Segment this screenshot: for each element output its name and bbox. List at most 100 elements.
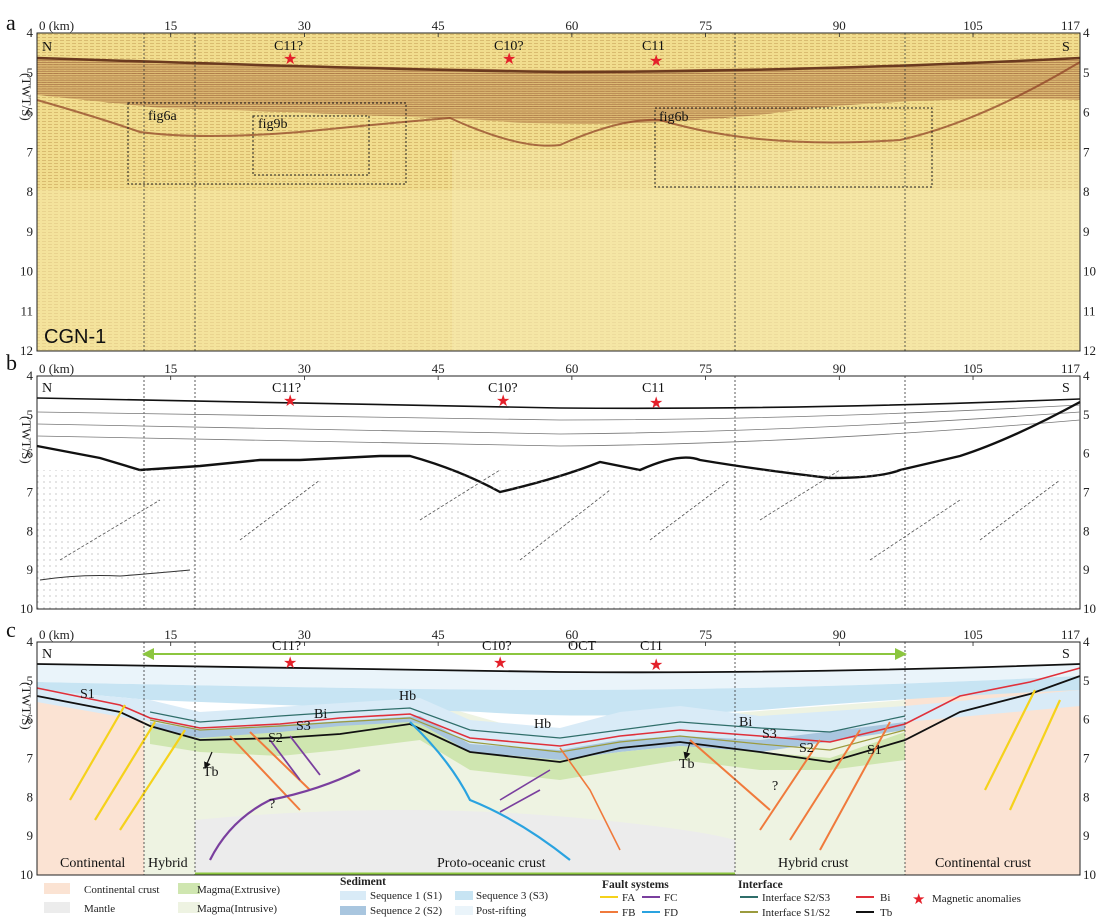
twt-tick-label-left: 7 — [27, 144, 34, 159]
km-tick-label: 45 — [432, 627, 445, 642]
panel-a-mag-2: C10? — [494, 39, 524, 54]
km-tick-label: 117 — [1061, 18, 1081, 33]
star-icon: ★ — [283, 393, 297, 410]
twt-tick-label-left: 8 — [27, 184, 34, 199]
panel-b-north: N — [42, 381, 52, 396]
legend-seq1-label: Sequence 1 (S1) — [370, 890, 442, 902]
legend-magnetic-label: Magnetic anomalies — [932, 893, 1021, 905]
crust-proto: Proto-oceanic crust — [437, 856, 546, 871]
twt-tick-label-right: 4 — [1083, 368, 1090, 383]
twt-axis-label: (TWT/S) — [19, 416, 34, 464]
twt-tick-label-right: 10 — [1083, 867, 1096, 882]
box-fig6b[interactable] — [654, 107, 933, 188]
panel-c-letter: c — [6, 617, 16, 642]
panel-c-frame — [36, 641, 1081, 876]
km-tick-label: 75 — [699, 361, 712, 376]
seq3-layer — [37, 676, 1080, 716]
km-tick-label: 15 — [164, 361, 177, 376]
km-tick-label: 75 — [699, 627, 712, 642]
twt-tick-label-right: 9 — [1083, 562, 1090, 577]
panel-c-mag-1: C11? — [272, 639, 301, 654]
fault-fa-left — [69, 704, 186, 831]
label-s1-left: S1 — [80, 687, 95, 702]
legend-magma-intrusive-label: Magma(Intrusive) — [197, 903, 277, 915]
twt-tick-label-left: 5 — [27, 407, 34, 422]
panel-a-right-section-tint — [452, 150, 1080, 351]
km-tick-label: 105 — [963, 627, 983, 642]
panel-b-mag-2: C10? — [488, 381, 518, 396]
panel-c-mag-2: C10? — [482, 639, 512, 654]
legend-interface-title: Interface — [738, 879, 783, 891]
twt-tick-label-left: 6 — [27, 105, 34, 120]
twt-tick-label-left: 6 — [27, 712, 34, 727]
panel-b-south: S — [1062, 381, 1070, 396]
label-s1-right: S1 — [867, 743, 882, 758]
label-s2-right: S2 — [799, 741, 814, 756]
legend-swatch-seq2 — [340, 906, 366, 915]
star-icon: ★ — [912, 892, 925, 908]
twt-tick-label-left: 10 — [20, 264, 33, 279]
km-tick-label: 90 — [833, 361, 846, 376]
box-fig9b-label: fig9b — [258, 117, 288, 132]
km-tick-label: 90 — [833, 627, 846, 642]
panel-a-mag-3: C11 — [642, 39, 665, 54]
panel-b-dipping-reflectors — [59, 469, 1061, 561]
twt-tick-label-left: 5 — [27, 65, 34, 80]
km-tick-label: 60 — [565, 627, 578, 642]
km-tick-label: 60 — [565, 361, 578, 376]
star-icon: ★ — [649, 395, 663, 412]
panel-b-deep-reflector — [39, 569, 191, 581]
km-tick-label: 75 — [699, 18, 712, 33]
legend-seq2-label: Sequence 2 (S2) — [370, 905, 442, 917]
legend-fb-label: FB — [622, 907, 635, 919]
twt-tick-label-left: 6 — [27, 446, 34, 461]
legend-swatch-mantle — [44, 902, 70, 913]
km-tick-label: 0 (km) — [39, 627, 74, 642]
km-tick-label: 105 — [963, 18, 983, 33]
twt-tick-label-right: 5 — [1083, 407, 1090, 422]
legend-fd-label: FD — [664, 907, 678, 919]
panel-b-letter: b — [6, 350, 17, 375]
box-fig9b[interactable] — [252, 115, 370, 176]
crust-continental-right: Continental crust — [935, 856, 1031, 871]
tb-interface-line — [36, 675, 1081, 763]
km-tick-label: 30 — [298, 361, 311, 376]
twt-tick-label-right: 8 — [1083, 789, 1090, 804]
label-bi-right: Bi — [739, 715, 752, 730]
legend-mantle-label: Mantle — [84, 903, 115, 915]
twt-tick-label-left: 12 — [20, 343, 33, 358]
panel-c-north: N — [42, 647, 52, 662]
twt-tick-label-right: 7 — [1083, 751, 1090, 766]
legend-fault-title: Fault systems — [602, 879, 669, 891]
twt-tick-label-left: 10 — [20, 601, 33, 616]
km-tick-label: 45 — [432, 361, 445, 376]
label-s3-left: S3 — [296, 719, 311, 734]
twt-tick-label-left: 4 — [27, 25, 34, 40]
legend-int-s1s2-label: Interface S1/S2 — [762, 907, 830, 919]
legend-swatch-seq3 — [455, 891, 473, 900]
panel-a-letter: a — [6, 10, 16, 35]
twt-tick-label-right: 5 — [1083, 673, 1090, 688]
box-fig6a[interactable] — [127, 102, 407, 185]
panel-a-frame — [36, 32, 1081, 352]
twt-tick-label-right: 6 — [1083, 712, 1090, 727]
panel-b-mag-1: C11? — [272, 381, 301, 396]
km-tick-label: 117 — [1061, 361, 1081, 376]
legend-bi-label: Bi — [880, 892, 890, 904]
fault-fb-hb — [559, 747, 621, 851]
km-tick-label: 117 — [1061, 627, 1081, 642]
fault-fb-right — [689, 721, 891, 851]
fault-fc-hb — [499, 769, 551, 813]
panel-b-seafloor — [36, 397, 1081, 410]
mantle-zone — [195, 810, 735, 875]
legend-fa-label: FA — [622, 892, 635, 904]
star-icon: ★ — [496, 393, 510, 410]
panel-c-seafloor — [36, 663, 1081, 674]
interface-s2s3-line — [149, 707, 906, 739]
star-icon: ★ — [649, 657, 663, 674]
line-name-label: CGN-1 — [44, 326, 106, 348]
tb-arrow-left — [204, 751, 213, 770]
twt-tick-label-left: 5 — [27, 673, 34, 688]
box-fig6b-label: fig6b — [659, 110, 689, 125]
